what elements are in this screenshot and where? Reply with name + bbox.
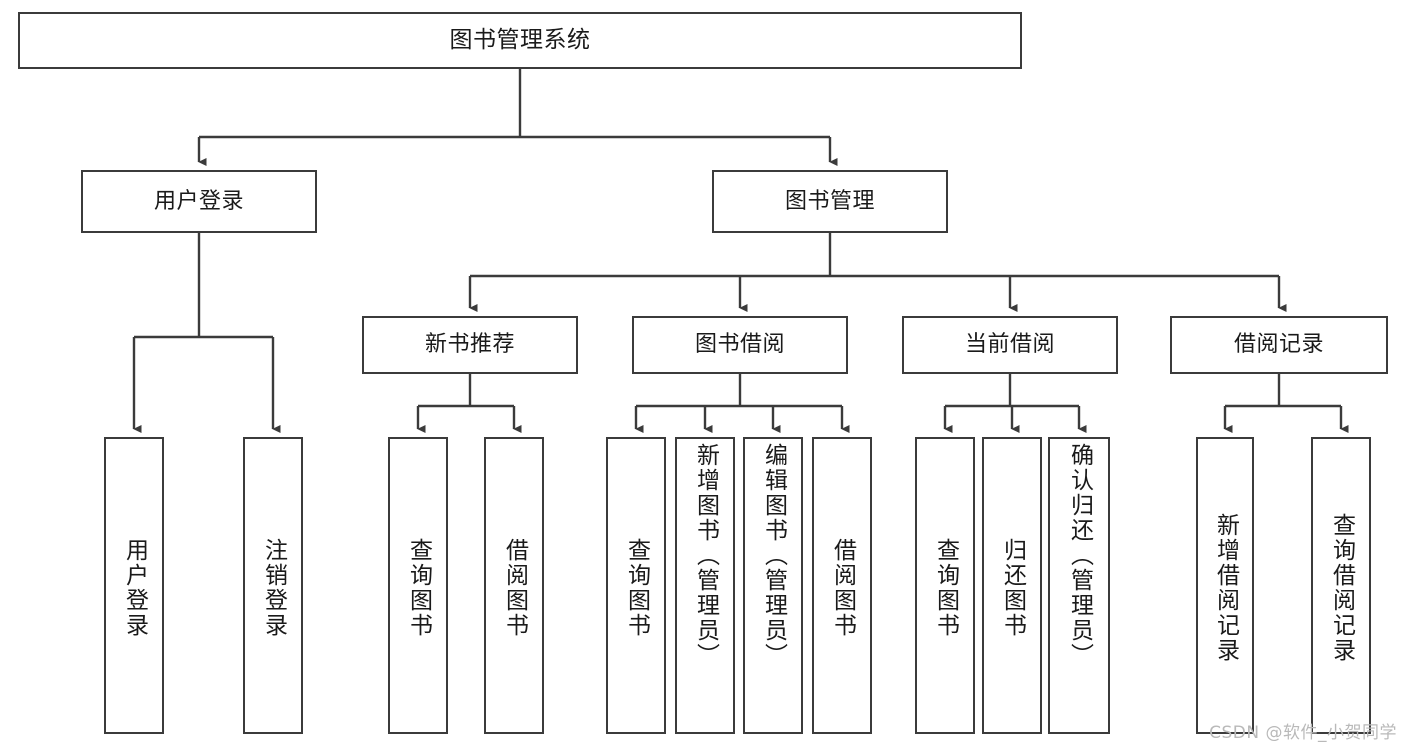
node-label: 当前借阅 <box>964 332 1055 358</box>
node-label: 查询图书 <box>932 537 959 638</box>
node-new-book-recommendation[interactable]: 新书推荐 <box>362 316 578 374</box>
node-leaf-query-book-recommendation[interactable]: 查询图书 <box>388 437 448 734</box>
node-label: 用户登录 <box>121 537 148 638</box>
node-label: 借阅图书 <box>501 537 528 638</box>
node-label: 归还图书 <box>999 537 1026 638</box>
node-leaf-borrow-book[interactable]: 借阅图书 <box>812 437 872 734</box>
csdn-watermark: CSDN @软件_小贺同学 <box>1209 723 1397 743</box>
node-label: 编辑图书（管理员） <box>760 443 787 668</box>
node-leaf-edit-book-admin[interactable]: 编辑图书（管理员） <box>743 437 803 734</box>
node-leaf-query-book-current[interactable]: 查询图书 <box>915 437 975 734</box>
node-label: 图书管理 <box>784 188 875 214</box>
node-label: 查询图书 <box>623 537 650 638</box>
node-leaf-query-book-borrowing[interactable]: 查询图书 <box>606 437 666 734</box>
node-label: 新增图书（管理员） <box>692 443 719 668</box>
node-leaf-borrow-book-recommendation[interactable]: 借阅图书 <box>484 437 544 734</box>
edges-group <box>132 69 1349 434</box>
node-leaf-query-borrow-record[interactable]: 查询借阅记录 <box>1311 437 1371 734</box>
node-label: 新增借阅记录 <box>1212 512 1239 663</box>
node-label: 用户登录 <box>153 188 244 214</box>
node-leaf-return-book[interactable]: 归还图书 <box>982 437 1042 734</box>
node-label: 借阅图书 <box>829 537 856 638</box>
node-label: 查询图书 <box>405 537 432 638</box>
node-label: 注销登录 <box>260 537 287 638</box>
node-label: 确认归还（管理员） <box>1066 443 1093 668</box>
node-leaf-confirm-return-admin[interactable]: 确认归还（管理员） <box>1048 437 1110 734</box>
node-book-management-system[interactable]: 图书管理系统 <box>18 12 1022 69</box>
node-leaf-user-login[interactable]: 用户登录 <box>104 437 164 734</box>
node-label: 查询借阅记录 <box>1328 512 1355 663</box>
node-user-login[interactable]: 用户登录 <box>81 170 317 233</box>
node-label: 图书管理系统 <box>449 26 591 53</box>
node-leaf-add-book-admin[interactable]: 新增图书（管理员） <box>675 437 735 734</box>
node-borrowing-record[interactable]: 借阅记录 <box>1170 316 1388 374</box>
node-book-management[interactable]: 图书管理 <box>712 170 948 233</box>
node-label: 借阅记录 <box>1233 332 1324 358</box>
node-current-borrowing[interactable]: 当前借阅 <box>902 316 1118 374</box>
node-leaf-user-logout[interactable]: 注销登录 <box>243 437 303 734</box>
node-label: 新书推荐 <box>424 332 515 358</box>
node-leaf-add-borrow-record[interactable]: 新增借阅记录 <box>1196 437 1254 734</box>
node-book-borrowing[interactable]: 图书借阅 <box>632 316 848 374</box>
node-label: 图书借阅 <box>694 332 785 358</box>
